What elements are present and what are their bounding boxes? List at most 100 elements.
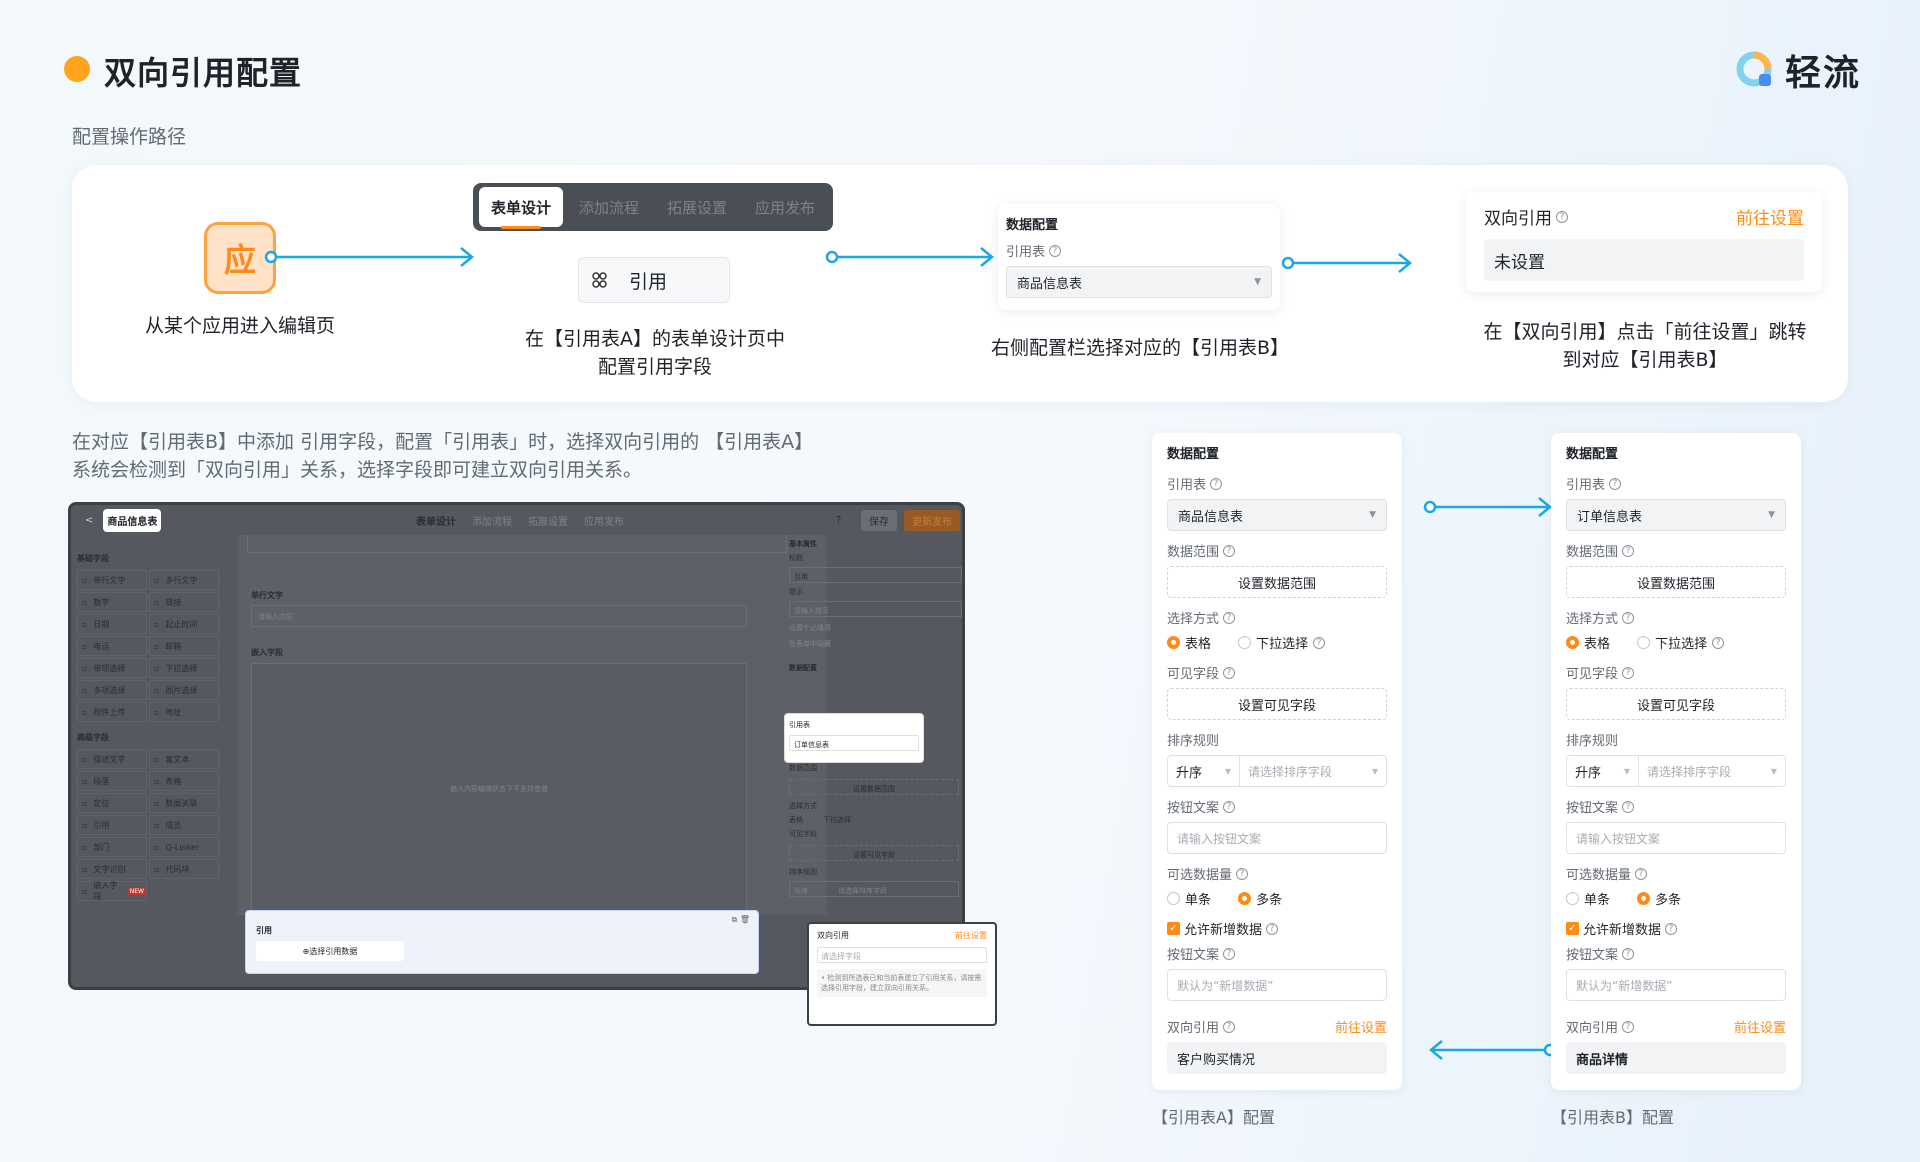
field-palette-item[interactable]: ▫数字 [77, 592, 147, 612]
tableA-btntext-input[interactable]: 请输入按钮文案 [1167, 822, 1387, 854]
field-palette-item[interactable]: ▫多行文字 [149, 570, 219, 590]
tableB-btntext2-input[interactable]: 默认为“新增数据” [1566, 969, 1786, 1001]
field-palette-item[interactable]: ▫引用 [77, 815, 147, 835]
field-palette-item[interactable]: ▫代码块 [149, 859, 219, 879]
tableB-sort-field[interactable]: 请选择排序字段▼ [1639, 763, 1785, 780]
field-palette-item[interactable]: ▫电话 [77, 636, 147, 656]
tableB-allow-new-checkbox[interactable]: ✓允许新增数据? [1566, 919, 1786, 938]
field-palette-item[interactable]: ▫单行文字 [77, 570, 147, 590]
field-palette-item[interactable]: ▫附件上传 [77, 702, 147, 722]
step4-row: 双向引用? 前往设置 [1484, 204, 1804, 229]
field-palette-label: 电话 [93, 641, 110, 651]
tableB-sort-control[interactable]: 升序▼请选择排序字段▼ [1566, 755, 1786, 787]
field-palette-item[interactable]: ▫起止时间 [149, 614, 219, 634]
tableA-visible-button[interactable]: 设置可见字段 [1167, 688, 1387, 720]
field-palette-item[interactable]: ▫段落 [77, 771, 147, 791]
tableA-range-button[interactable]: 设置数据范围 [1167, 566, 1387, 598]
tableB-ref-select[interactable]: 订单信息表▼ [1566, 499, 1786, 531]
tableA-qty-multi-radio[interactable]: 多条 [1238, 889, 1282, 908]
field-palette-item[interactable]: ▫地址 [149, 702, 219, 722]
tab-app-publish[interactable]: 应用发布 [755, 198, 816, 217]
field-palette-item[interactable]: ▫定位 [77, 793, 147, 813]
popup-field-select[interactable]: 请选择字段 [817, 947, 987, 963]
field-palette-item[interactable]: ▫成员 [149, 815, 219, 835]
tab-extend-settings[interactable]: 拓展设置 [667, 198, 728, 217]
tableB-mode-table-radio[interactable]: 表格 [1566, 633, 1610, 652]
tableA-qty-single-radio[interactable]: 单条 [1167, 889, 1211, 908]
help-icon[interactable]: ? [836, 514, 842, 526]
tableB-range-button[interactable]: 设置数据范围 [1566, 566, 1786, 598]
field-palette-item[interactable]: ▫日期 [77, 614, 147, 634]
step3-field-label-text: 引用表 [1006, 245, 1046, 260]
props-opt1[interactable]: 设置个必填项 [789, 624, 831, 632]
tableB-footer: 【引用表B】配置 [1551, 1108, 1674, 1127]
tableB-bidir-value: 商品详情 [1566, 1042, 1786, 1074]
field-palette-item[interactable]: ▫下拉选择 [149, 658, 219, 678]
tableA-allow-new-checkbox[interactable]: ✓允许新增数据? [1167, 919, 1387, 938]
card-actions-icon[interactable]: ⧉ 🗑 [731, 915, 750, 924]
arrow-start-dot [1281, 256, 1295, 270]
tableA-bidir-header: 双向引用? 前往设置 [1167, 1017, 1387, 1036]
goto-settings-link[interactable]: 前往设置 [1736, 209, 1804, 229]
props-mode2[interactable]: 下拉选择 [823, 816, 851, 824]
props-title-input[interactable]: 引用 [789, 567, 962, 583]
app-icon[interactable]: 应 [204, 222, 276, 294]
tableA-sort-control[interactable]: 升序▼请选择排序字段▼ [1167, 755, 1387, 787]
ref-field-card[interactable]: 引用 ⊕选择引用数据 ⧉ 🗑 [245, 910, 759, 974]
field-palette-item[interactable]: ▫数据关联 [149, 793, 219, 813]
props-range-btn[interactable]: 设置数据范围 [789, 779, 959, 795]
tableA-visible-label: 可见字段? [1167, 663, 1387, 682]
tab-form-design[interactable]: 表单设计 [479, 187, 563, 229]
tableB-sort-order[interactable]: 升序▼ [1567, 756, 1639, 786]
field-type-icon: ▫ [82, 619, 88, 629]
props-mode1[interactable]: 表格 [789, 816, 803, 824]
publish-button[interactable]: 更新发布 [904, 509, 960, 531]
props-opt2[interactable]: 在表单中隐藏 [789, 640, 831, 648]
field-palette-item[interactable]: ▫富文本 [149, 749, 219, 769]
back-icon[interactable]: < [85, 514, 94, 526]
editor-tab-extend[interactable]: 拓展设置 [528, 516, 568, 528]
editor-tab-design[interactable]: 表单设计 [416, 516, 456, 528]
field-palette-item[interactable]: ▫Q-Linker [149, 837, 219, 857]
tableA-goto-settings-link[interactable]: 前往设置 [1334, 1021, 1387, 1036]
props-visible-btn[interactable]: 设置可见字段 [789, 845, 959, 861]
field-palette-item[interactable]: ▫单项选择 [77, 658, 147, 678]
popup-header: 双向引用前往设置 [817, 930, 987, 941]
select-ref-data-button[interactable]: ⊕选择引用数据 [256, 941, 404, 961]
field-palette-item[interactable]: ▫链接 [149, 592, 219, 612]
tableB-btntext-input[interactable]: 请输入按钮文案 [1566, 822, 1786, 854]
tableA-qty-label: 可选数据量? [1167, 864, 1387, 883]
tableB-qty-single-radio[interactable]: 单条 [1566, 889, 1610, 908]
field-palette-item[interactable]: ▫多项选择 [77, 680, 147, 700]
tableB-visible-button[interactable]: 设置可见字段 [1566, 688, 1786, 720]
tableB-qty-multi-radio[interactable]: 多条 [1637, 889, 1681, 908]
editor-tab-flow[interactable]: 添加流程 [472, 516, 512, 528]
tableB-goto-settings-link[interactable]: 前往设置 [1733, 1021, 1786, 1036]
tableA-sort-field[interactable]: 请选择排序字段▼ [1240, 763, 1386, 780]
field-palette-item[interactable]: ▫表格 [149, 771, 219, 791]
field-palette-item[interactable]: ▫描述文字 [77, 749, 147, 769]
field-palette-item[interactable]: ▫图片选择 [149, 680, 219, 700]
field-palette-item[interactable]: ▫文字识别 [77, 859, 147, 879]
reference-field-button[interactable]: 引用 [578, 257, 730, 303]
field-palette-item[interactable]: ▫部门 [77, 837, 147, 857]
tableA-btntext2-input[interactable]: 默认为“新增数据” [1167, 969, 1387, 1001]
editor-tab-publish[interactable]: 应用发布 [584, 516, 624, 528]
popup-goto-link[interactable]: 前往设置 [955, 931, 987, 940]
save-button[interactable]: 保存 [861, 509, 897, 531]
tableA-sort-order[interactable]: 升序▼ [1168, 756, 1240, 786]
tableA-ref-select[interactable]: 商品信息表▼ [1167, 499, 1387, 531]
step3-ref-select[interactable]: 商品信息表▼ [1006, 266, 1272, 298]
canvas-field1-input[interactable]: 请输入内容 [251, 605, 747, 627]
tableA-section-title: 数据配置 [1167, 447, 1220, 462]
new-badge: NEW [127, 887, 146, 895]
props-ref-select[interactable]: 订单信息表 [789, 735, 919, 751]
tableB-mode-dropdown-radio[interactable]: 下拉选择? [1637, 633, 1725, 652]
tableA-mode-dropdown-radio[interactable]: 下拉选择? [1238, 633, 1326, 652]
tab-add-flow[interactable]: 添加流程 [579, 198, 640, 217]
field-palette-item[interactable]: ▫邮箱 [149, 636, 219, 656]
props-hint-input[interactable]: 请输入提示 [789, 601, 962, 617]
tableA-mode-table-radio[interactable]: 表格 [1167, 633, 1211, 652]
props-sort-row[interactable]: 升序请选择排序字段 [789, 881, 959, 897]
